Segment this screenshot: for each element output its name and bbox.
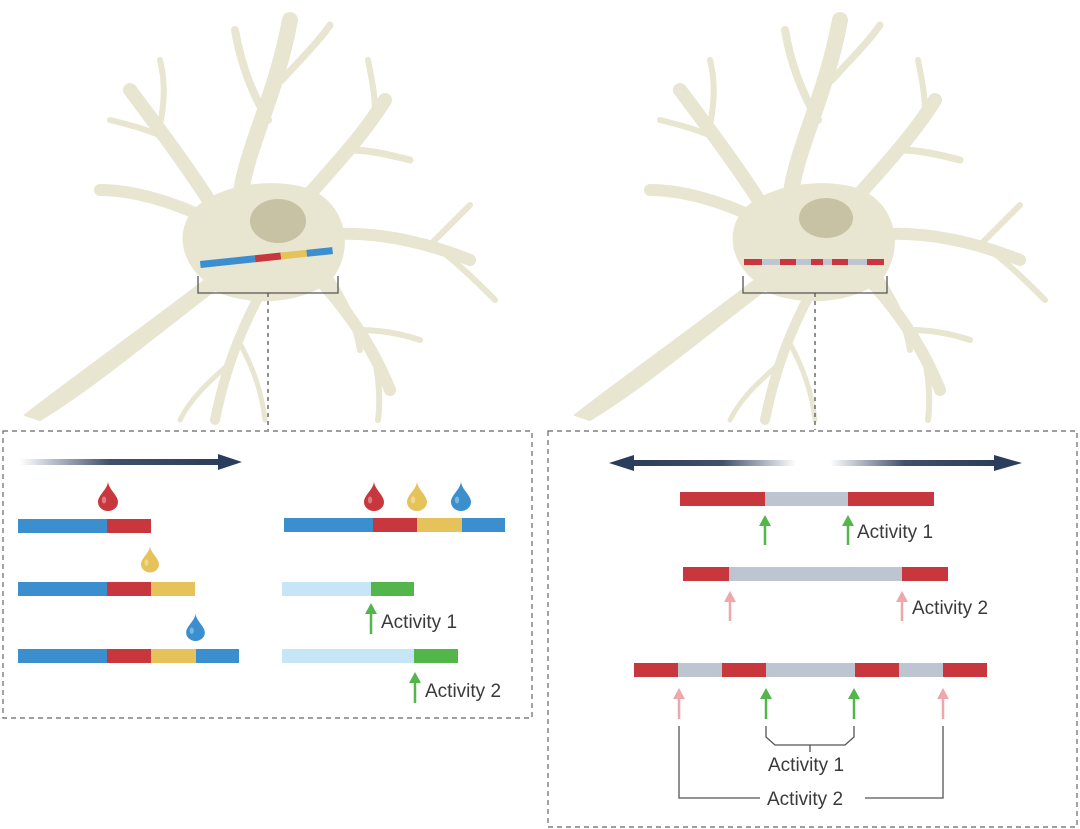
right-nucleus: [799, 198, 853, 238]
activity-1-bracket: [765, 726, 855, 746]
up-arrow-icon: [937, 688, 949, 719]
activity-1-label: Activity 1: [857, 522, 933, 543]
left-nucleus: [250, 199, 306, 243]
right-neuron: [574, 12, 1048, 425]
recording-bar-2: [18, 582, 195, 596]
right-panel-box: [547, 430, 1078, 828]
left-panel-box: [2, 430, 533, 719]
left-neuron-barcode: [199, 247, 333, 268]
up-arrow-icon: [724, 591, 736, 621]
left-neuron: [24, 12, 498, 425]
recording-bar-row-1: [680, 492, 934, 506]
up-arrow-icon: [759, 515, 771, 545]
activity-2-label: Activity 2: [425, 681, 501, 702]
up-arrow-icon: [409, 672, 421, 703]
recording-bar-row-3: [634, 663, 987, 677]
double-headed-arrow-icon: [609, 455, 1022, 471]
activity-1-label: Activity 1: [381, 612, 457, 633]
activity-2-label: Activity 2: [912, 598, 988, 619]
full-recording-bar: [284, 518, 505, 532]
activity-2-bracket: [678, 726, 944, 799]
yellow-droplet-icon: [141, 545, 159, 573]
activity-2-bar: [282, 649, 458, 663]
up-arrow-icon: [896, 591, 908, 621]
time-arrow-icon: [20, 454, 242, 470]
yellow-droplet-icon: [407, 481, 427, 511]
recording-bar-1: [18, 519, 151, 533]
up-arrow-icon: [673, 688, 685, 719]
recording-bar-row-2: [683, 567, 948, 581]
red-droplet-icon: [364, 481, 384, 511]
activity-1-label: Activity 1: [768, 755, 844, 776]
up-arrow-icon: [842, 515, 854, 545]
red-droplet-icon: [98, 481, 118, 511]
blue-droplet-icon: [186, 613, 205, 641]
blue-droplet-icon: [451, 481, 471, 511]
activity-2-label: Activity 2: [767, 789, 843, 810]
up-arrow-icon: [760, 688, 772, 719]
recording-bar-3: [18, 649, 239, 663]
up-arrow-icon: [365, 603, 377, 634]
activity-1-bar: [282, 582, 414, 596]
up-arrow-icon: [848, 688, 860, 719]
right-neuron-barcode: [744, 259, 884, 265]
